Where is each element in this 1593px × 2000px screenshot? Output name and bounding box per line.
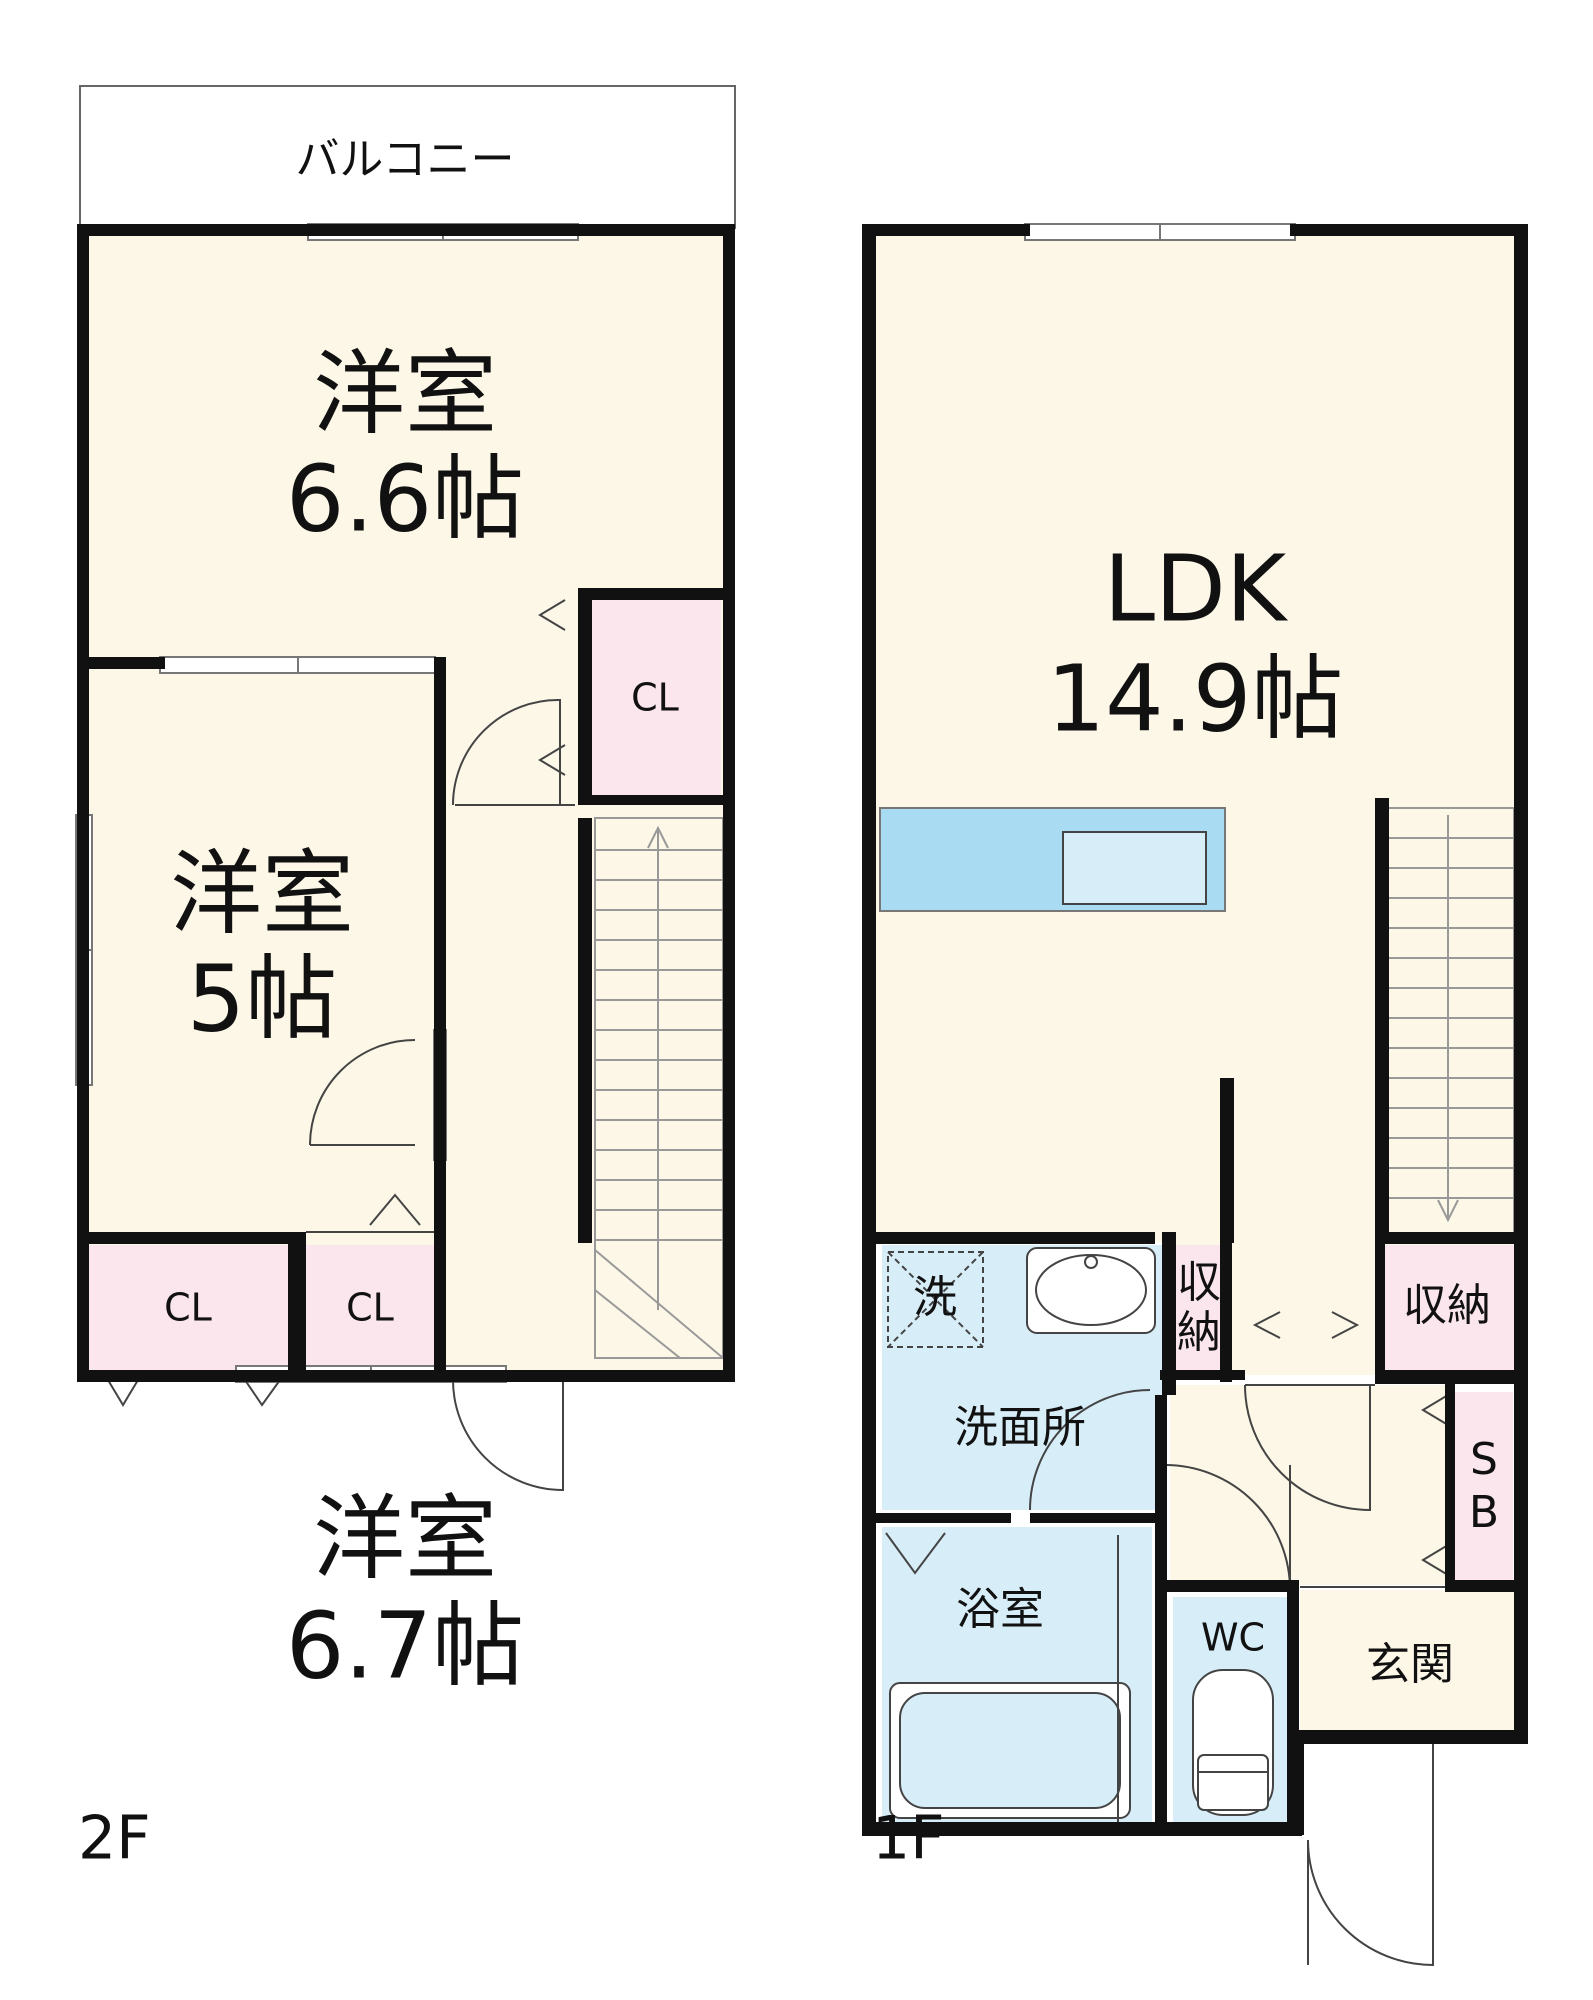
storage-small-label-1: 収 — [1177, 1257, 1221, 1308]
closet-right-label: CL — [346, 1286, 394, 1330]
ldk-size: 14.9帖 — [1047, 645, 1344, 752]
shoebox-label-1: S — [1470, 1434, 1498, 1485]
room-mid-size: 5帖 — [187, 945, 338, 1052]
room-bottom-name: 洋室 — [313, 1485, 497, 1592]
room-top-size: 6.6帖 — [286, 445, 524, 552]
room-bottom-size: 6.7帖 — [286, 1592, 524, 1699]
laundry-label: 洗 — [913, 1272, 957, 1323]
entrance-label: 玄関 — [1366, 1639, 1454, 1690]
genkan-fill — [1300, 1590, 1520, 1735]
closet-right-fill — [306, 1245, 434, 1375]
storage-right-fill — [1380, 1245, 1515, 1370]
balcony-outline — [79, 85, 736, 229]
storage-small-fill — [1172, 1245, 1227, 1370]
room-mid-name: 洋室 — [170, 840, 354, 947]
closet-left-fill — [88, 1245, 288, 1375]
bathroom-label: 浴室 — [956, 1584, 1044, 1635]
ldk-fill — [875, 232, 1518, 1242]
room-top-name: 洋室 — [313, 340, 497, 447]
toilet-label: WC — [1201, 1616, 1265, 1660]
storage-small-label-2: 納 — [1177, 1307, 1221, 1358]
floor-2f: 洋室 6.6帖 洋室 5帖 洋室 6.7帖 バルコニー CL CL CL 2F — [75, 85, 736, 1874]
closet-top-label: CL — [631, 676, 679, 720]
floor-1f: LDK 14.9帖 洗 洗面所 収 納 収納 S B 浴室 WC 玄関 1F — [862, 223, 1528, 1967]
hall-lower-fill — [1170, 1385, 1455, 1585]
fixtures-1f — [885, 1247, 1449, 1819]
floor-2f-label: 2F — [78, 1804, 151, 1874]
kitchen-counter — [879, 807, 1226, 912]
shoebox-fill — [1455, 1392, 1513, 1587]
stairs-2f — [594, 817, 724, 1359]
walls-2f — [77, 224, 735, 1382]
shoebox-label-2: B — [1469, 1487, 1499, 1538]
ldk-name: LDK — [1104, 535, 1289, 642]
walls-1f — [862, 224, 1528, 1836]
storage-right-label: 収納 — [1403, 1280, 1491, 1331]
doors-1f — [1029, 1384, 1450, 1967]
windows-1f — [1024, 223, 1296, 241]
floor-1f-label: 1F — [872, 1804, 945, 1874]
balcony-label: バルコニー — [295, 134, 514, 185]
closet-left-label: CL — [164, 1286, 212, 1330]
closet-top-fill — [588, 600, 721, 800]
washroom-label: 洗面所 — [954, 1402, 1086, 1453]
